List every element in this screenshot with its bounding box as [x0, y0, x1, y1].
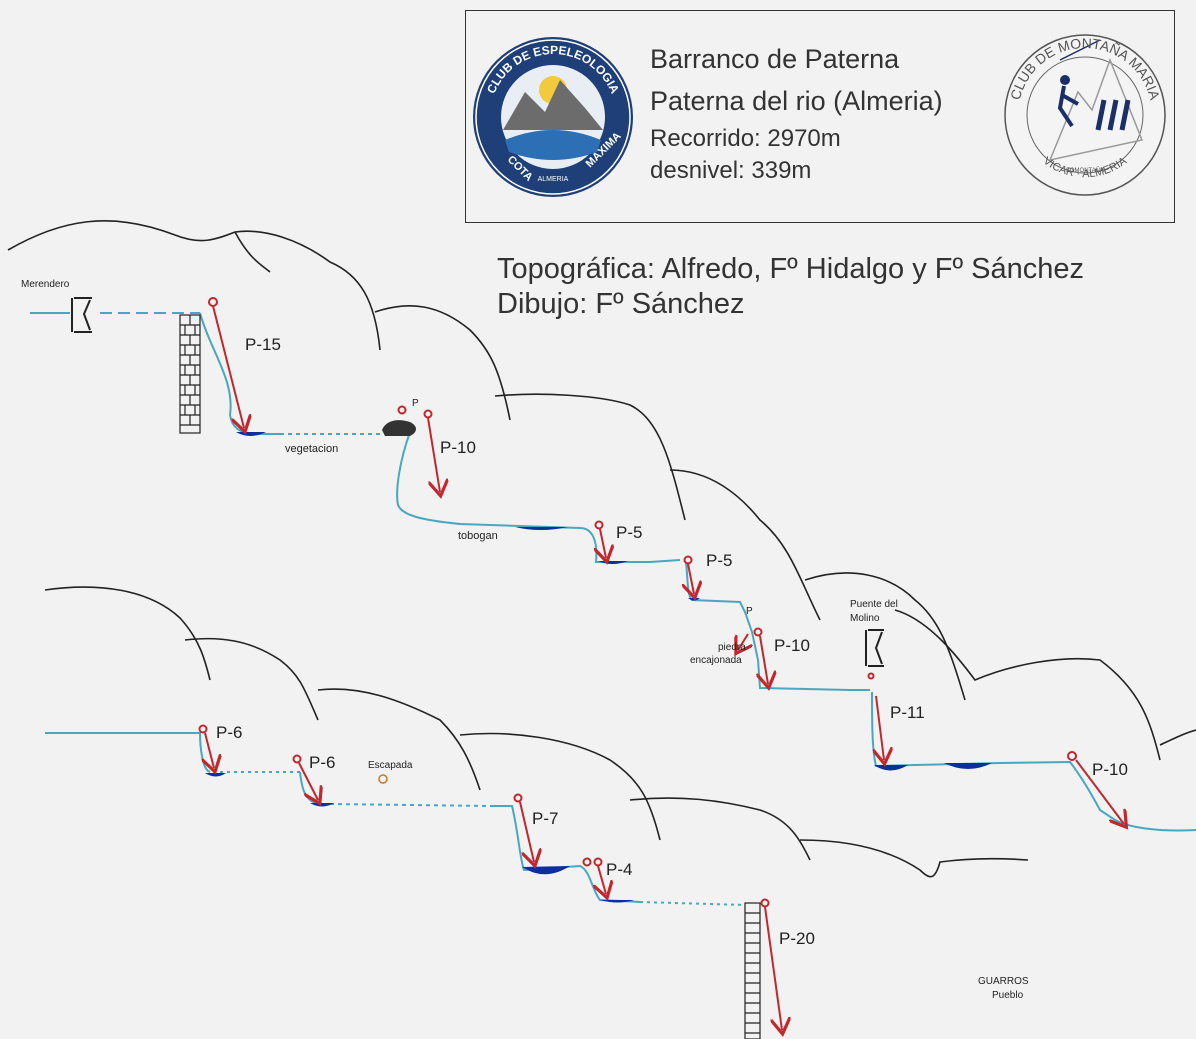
structures — [71, 297, 884, 667]
piedra-label-2: encajonada — [690, 655, 742, 666]
boulder — [382, 420, 416, 436]
descent-label-p6a: P-6 — [216, 723, 242, 742]
vegetacion-label: vegetacion — [285, 443, 338, 455]
canyon-length: Recorrido: 2970m — [650, 125, 841, 152]
canyon-drop: desnivel: 339m — [650, 157, 812, 184]
descent-label-p15: P-15 — [245, 335, 281, 354]
descent-label-p5a: P-5 — [616, 523, 642, 542]
descent-label-p6b: P-6 — [309, 753, 335, 772]
title-box — [465, 10, 1175, 223]
descent-label-p10a: P-10 — [440, 438, 476, 457]
merendero-label: Merendero — [21, 279, 70, 290]
descent-label-p11: P-11 — [890, 703, 925, 722]
drawing-credit: Dibujo: Fº Sánchez — [497, 288, 745, 320]
pools — [205, 432, 992, 903]
descent-label-p4: P-4 — [606, 860, 632, 879]
brick-walls — [179, 314, 761, 1039]
anchor-label-2: P — [746, 606, 753, 617]
descent-label-p7: P-7 — [532, 809, 558, 828]
canyon-title: Barranco de Paterna — [650, 44, 900, 74]
club-espeleologia-logo: CLUB DE ESPELEOLOGIA COTA MAXIMA ALMERIA — [473, 37, 633, 197]
rappel-arrows — [198, 297, 1125, 1030]
escapada-marker — [378, 774, 388, 784]
logo-left-bottom-center: ALMERIA — [538, 176, 569, 183]
descent-label-p20: P-20 — [779, 929, 815, 948]
descent-label-p10c: P-10 — [1092, 760, 1128, 779]
puente-label-2: Molino — [850, 613, 880, 624]
guarros-label-2: Pueblo — [992, 990, 1024, 1001]
tobogan-label: tobogan — [458, 530, 498, 542]
escapada-label: Escapada — [368, 760, 413, 771]
descent-label-p5b: P-5 — [706, 551, 732, 570]
anchor-label-1: P — [412, 398, 419, 409]
guarros-label-1: GUARROS — [978, 976, 1029, 987]
logo-right-center-text: SOMONTAÑA — [1066, 167, 1104, 174]
canyon-location: Paterna del rio (Almeria) — [650, 86, 943, 116]
stream-course — [30, 312, 1196, 906]
descent-label-p10b: P-10 — [774, 636, 810, 655]
terrain-profile — [7, 220, 1196, 878]
piedra-label-1: piedra — [718, 642, 746, 653]
topography-credit: Topográfica: Alfredo, Fº Hidalgo y Fº Sá… — [497, 253, 1084, 285]
puente-label-1: Puente del — [850, 599, 898, 610]
